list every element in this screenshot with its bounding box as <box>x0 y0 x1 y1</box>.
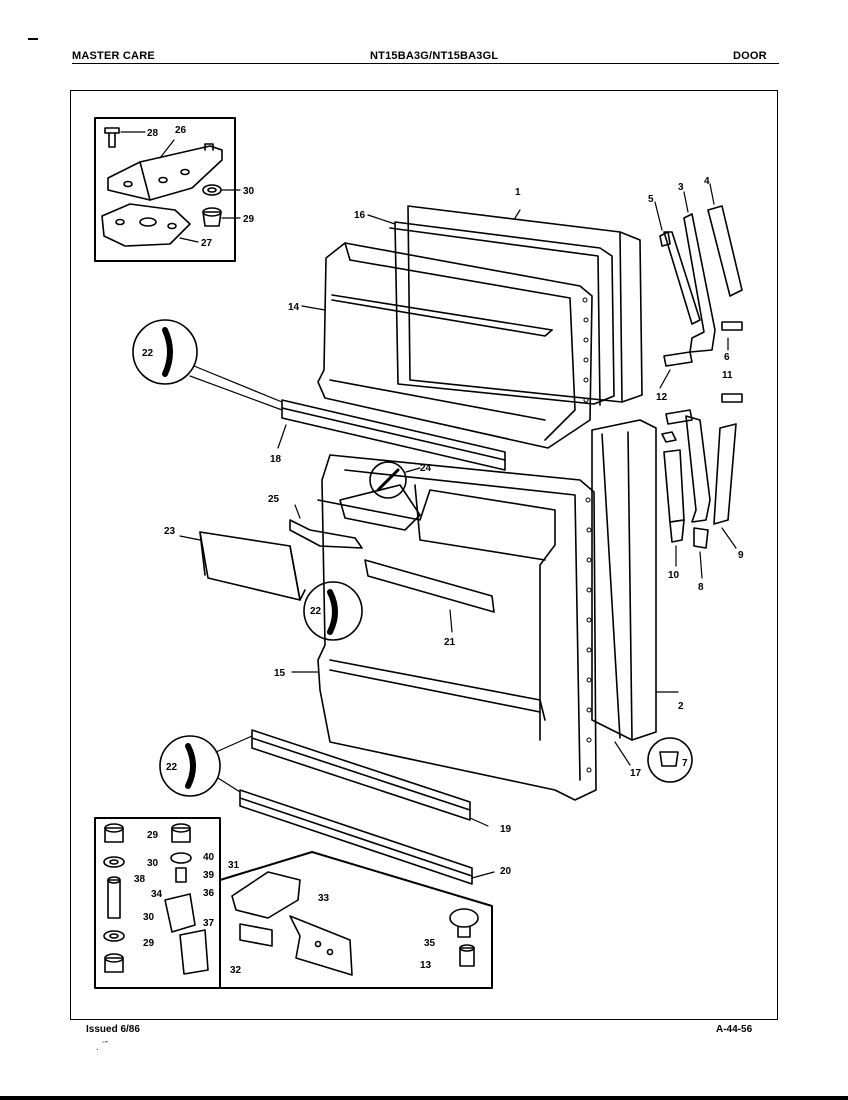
part-label-17: 17 <box>630 768 642 779</box>
header-rule <box>72 63 779 64</box>
upper-hinge-parts <box>654 183 743 403</box>
part-label-4: 4 <box>704 176 710 187</box>
part-label-34: 34 <box>151 889 163 900</box>
brand-label: MASTER CARE <box>72 50 155 62</box>
part-label-30a: 30 <box>243 186 255 197</box>
lower-hinge-parts <box>661 409 737 579</box>
top-hinge-inset <box>94 117 241 262</box>
part-label-28: 28 <box>147 128 159 139</box>
stray-marks: ˎ ʿ˝ <box>96 1040 108 1050</box>
part-label-18: 18 <box>270 454 282 465</box>
retainer-callouts <box>132 319 363 797</box>
part-label-30b: 30 <box>147 858 159 869</box>
part-label-39: 39 <box>203 870 215 881</box>
fresh-food-door-liner <box>291 454 597 801</box>
diagram-frame <box>70 90 778 1020</box>
part-label-35: 35 <box>424 938 436 949</box>
part-label-37: 37 <box>203 918 215 929</box>
part-label-22b: 22 <box>310 606 322 617</box>
part-label-23: 23 <box>164 526 176 537</box>
part-label-36: 36 <box>203 888 215 899</box>
part-label-33: 33 <box>318 893 330 904</box>
part-label-1: 1 <box>515 187 521 198</box>
hinge-cap-callout <box>647 737 693 783</box>
part-label-29a: 29 <box>243 214 255 225</box>
part-label-9: 9 <box>738 550 744 561</box>
issued-date: Issued 6/86 <box>86 1024 140 1035</box>
fresh-food-outer-panel <box>591 419 679 766</box>
part-label-32: 32 <box>230 965 242 976</box>
part-label-14: 14 <box>288 302 300 313</box>
part-label-27: 27 <box>201 238 213 249</box>
part-label-29c: 29 <box>143 938 155 949</box>
freezer-shelf-bar <box>277 399 506 471</box>
part-label-20: 20 <box>500 866 512 877</box>
part-label-24: 24 <box>420 463 432 474</box>
door-shelves <box>239 559 495 885</box>
part-label-11: 11 <box>722 370 733 381</box>
part-label-40: 40 <box>203 852 215 863</box>
part-label-6: 6 <box>724 352 730 363</box>
bottom-hinge-inset <box>94 817 493 989</box>
part-label-13: 13 <box>420 960 432 971</box>
part-label-25: 25 <box>268 494 280 505</box>
part-label-12: 12 <box>656 392 668 403</box>
part-label-7: 7 <box>682 758 688 769</box>
part-label-8: 8 <box>698 582 704 593</box>
part-label-26: 26 <box>175 125 187 136</box>
part-label-22a: 22 <box>142 348 154 359</box>
part-label-29b: 29 <box>147 830 159 841</box>
part-label-15: 15 <box>274 668 286 679</box>
corner-dash <box>28 38 38 40</box>
part-label-16: 16 <box>354 210 366 221</box>
part-label-3: 3 <box>678 182 684 193</box>
part-label-22c: 22 <box>166 762 178 773</box>
document-number: A-44-56 <box>716 1024 753 1035</box>
section-label: DOOR <box>733 50 767 62</box>
part-label-38: 38 <box>134 874 146 885</box>
part-label-30c: 30 <box>143 912 155 923</box>
model-label: NT15BA3G/NT15BA3GL <box>370 50 499 62</box>
dairy-compartment <box>179 461 421 601</box>
freezer-outer-panel <box>367 205 643 406</box>
part-label-5: 5 <box>648 194 654 205</box>
part-label-2: 2 <box>678 701 684 712</box>
part-label-19: 19 <box>500 824 512 835</box>
bottom-hinge-parts <box>231 871 479 976</box>
freezer-door-liner <box>301 242 593 449</box>
part-label-21: 21 <box>444 637 456 648</box>
part-label-10: 10 <box>668 570 680 581</box>
scan-edge <box>0 1096 848 1100</box>
part-label-31: 31 <box>228 860 240 871</box>
